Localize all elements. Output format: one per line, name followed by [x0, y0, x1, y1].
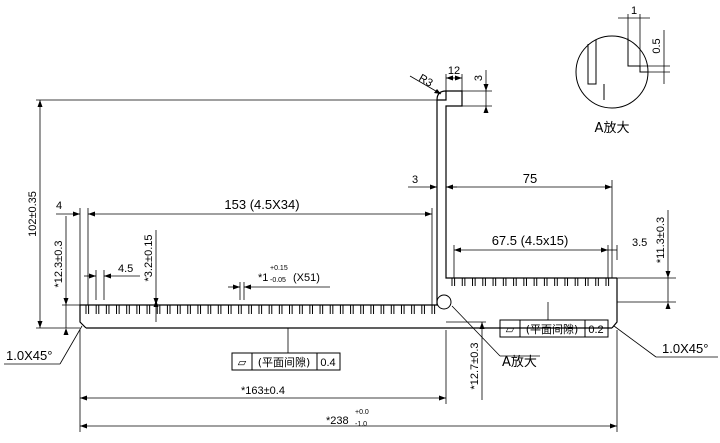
detail-width-label: 1 [631, 5, 637, 17]
top-tab-width-label: 12 [448, 65, 460, 77]
right-fins-span-label: 67.5 (4.5x15) [492, 233, 569, 248]
right-width-label: 75 [523, 171, 537, 186]
total-length-main: *238 [326, 415, 349, 427]
flatness-frame-right: ▱ (平面间隙) 0.2 [499, 319, 609, 338]
right-fin-height-label: *11.3±0.3 [655, 217, 667, 263]
chamfer-left-label: 1.0X45° [6, 348, 52, 363]
flatness-frame-left: ▱ (平面间隙) 0.4 [231, 352, 341, 371]
flatness-left-value: 0.4 [320, 357, 335, 369]
fin-depth-label: *3.2±0.15 [143, 234, 155, 281]
fin-width-label: *1 [258, 272, 268, 284]
total-length-sub: -1.0 [355, 421, 367, 428]
detail-a-title: A放大 [595, 121, 630, 136]
detail-a-marker [436, 294, 452, 310]
chamfer-right-label: 1.0X45° [662, 341, 708, 356]
left-length-label: *163±0.4 [241, 385, 285, 397]
overall-height-label: 102±0.35 [27, 191, 39, 237]
top-tab-height-label: 3 [473, 75, 485, 81]
flatness-left-label: (平面间隙) [258, 355, 311, 369]
rib-gap-label: 3 [412, 174, 418, 186]
total-length-sup: +0.0 [355, 409, 369, 416]
part-outline [79, 90, 618, 329]
fin-width-main: *1 [258, 272, 268, 284]
left-fins-span-label: 153 (4.5X34) [224, 197, 299, 212]
left-offset-label: 4 [56, 200, 62, 212]
flatness-right-value: 0.2 [588, 324, 603, 336]
detail-depth-label: 0.5 [651, 38, 663, 53]
detail-a-view: 1 0.5 A放大 [575, 5, 670, 136]
right-end-label: 3.5 [632, 237, 647, 249]
arrowheads [37, 75, 671, 429]
flatness-right-label: (平面间隙) [526, 322, 579, 336]
radius-label: R3 [417, 72, 435, 89]
base-thickness-label: *12.7±0.3 [469, 342, 481, 389]
fin-width-sub: -0.05 [270, 277, 286, 284]
fin-width-sup: +0.15 [270, 265, 288, 272]
fins-left [85, 305, 436, 314]
pitch-label: 4.5 [118, 263, 133, 275]
detail-a-callout: A放大 [502, 355, 537, 370]
flatness-left-symbol: ▱ [238, 357, 247, 369]
left-fin-height-label: *12.3±0.3 [53, 240, 65, 287]
flatness-right-symbol: ▱ [506, 324, 515, 336]
fins-right [451, 278, 610, 286]
fin-width-count: (X51) [293, 272, 320, 284]
